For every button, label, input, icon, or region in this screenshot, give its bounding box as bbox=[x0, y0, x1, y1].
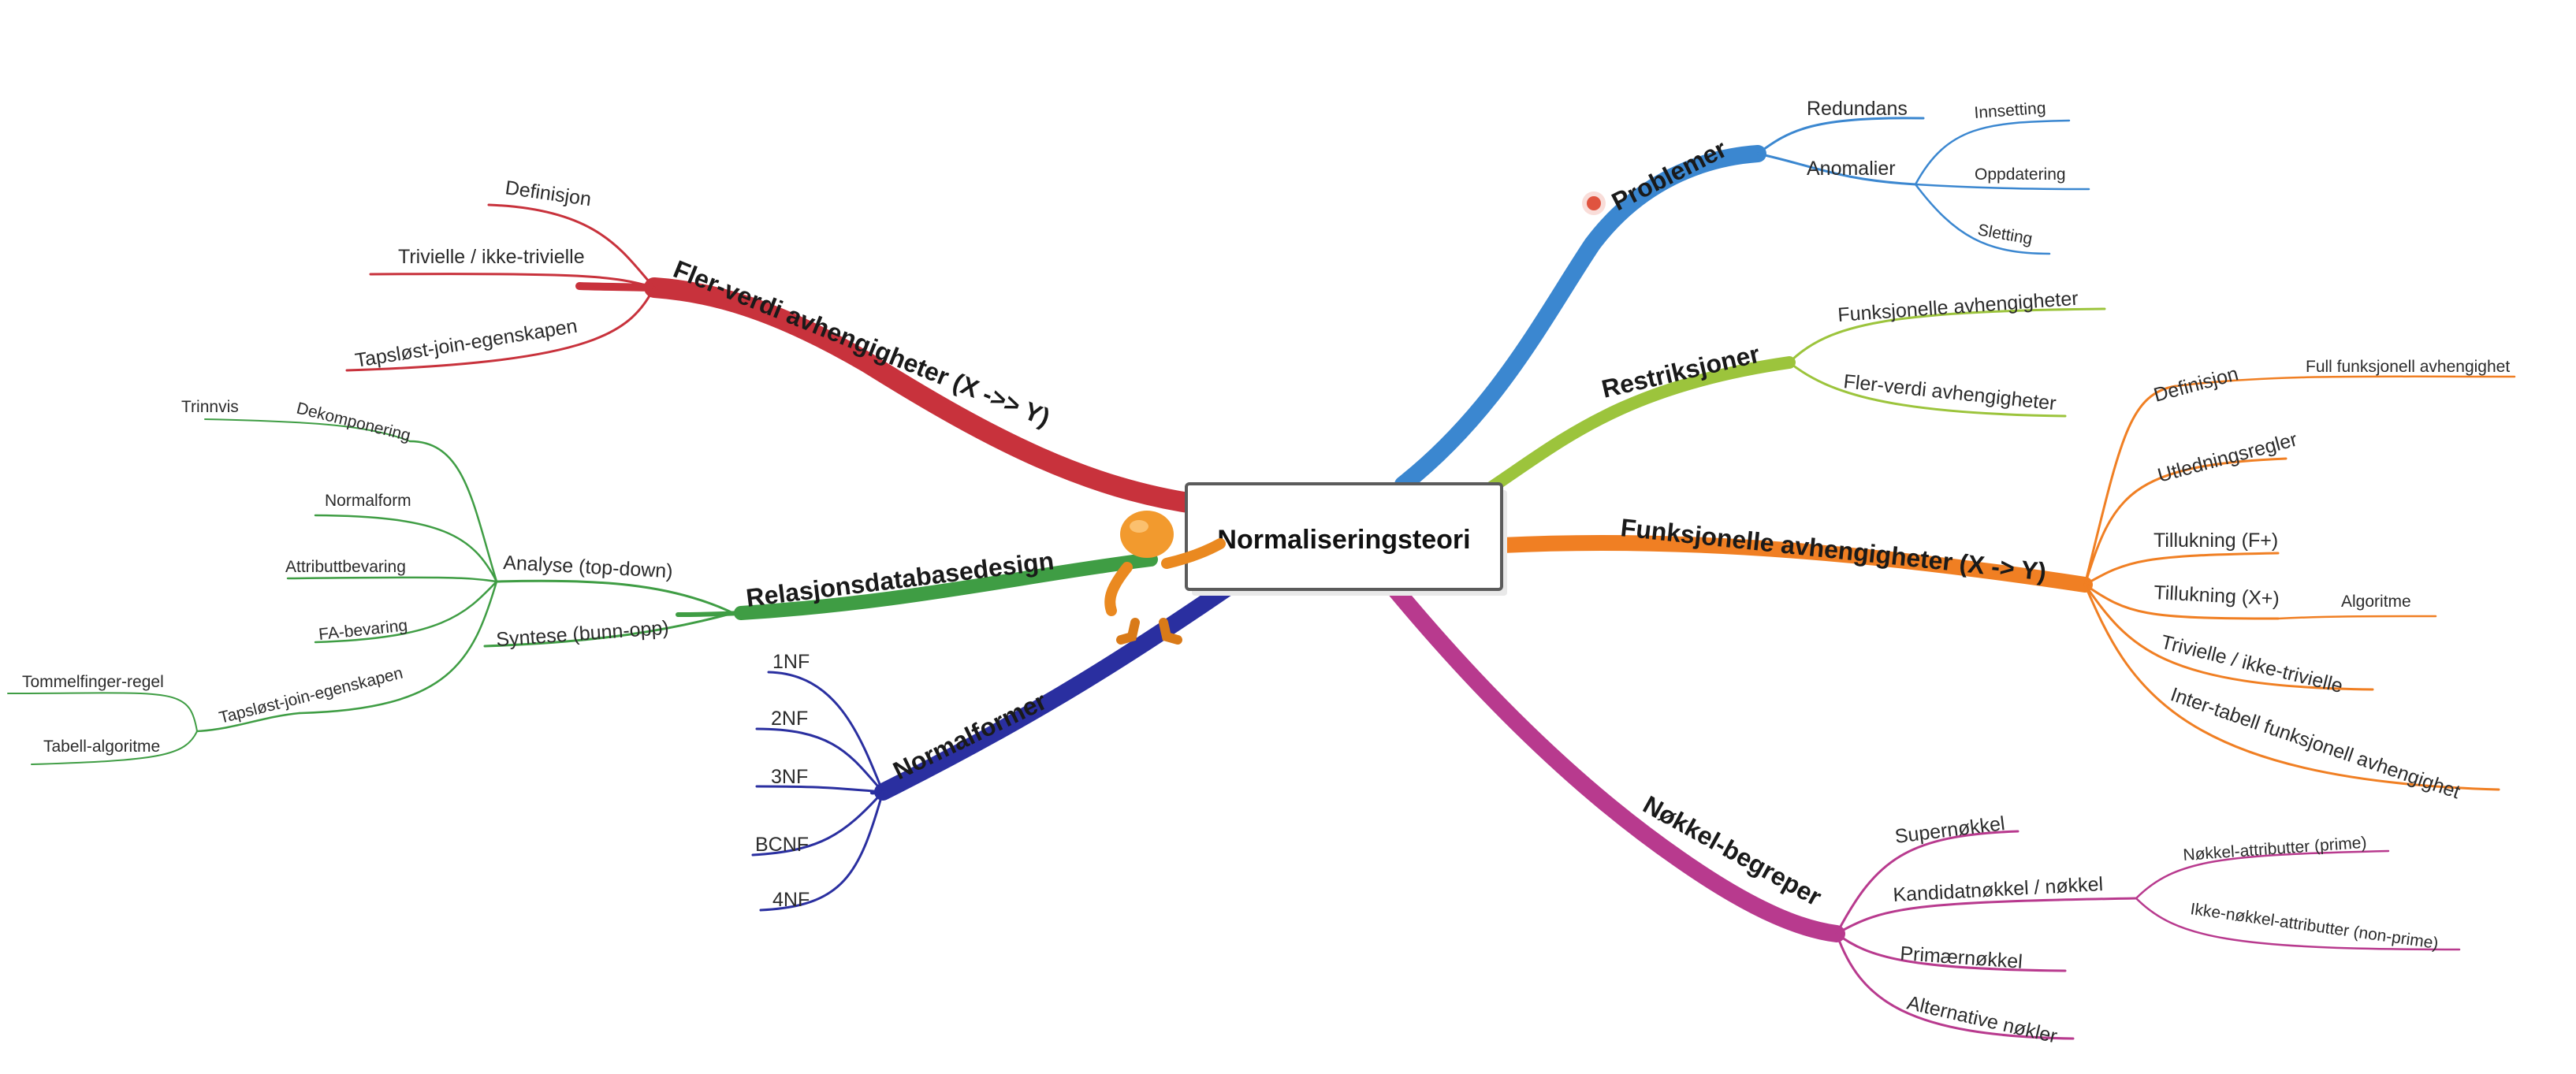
normalform-1nf: 1NF bbox=[772, 651, 810, 673]
relasjon-attributtbevaring: Attributtbevaring bbox=[285, 558, 406, 576]
branch-relasjon: Relasjonsdatabasedesign Analyse (top-dow… bbox=[7, 398, 1158, 765]
relasjon-syntese: Syntese (bunn-opp) bbox=[495, 617, 669, 651]
branch-label-normalformer: Normalformer bbox=[888, 686, 1051, 785]
funksjonelle-tillukning-x: Tillukning (X+) bbox=[2153, 582, 2280, 610]
relasjon-analyse: Analyse (top-down) bbox=[503, 552, 674, 582]
relasjon-dekomponering: Dekomponering bbox=[295, 399, 412, 445]
problemer-redundans: Redundans bbox=[1807, 98, 1908, 120]
nokkel-supernokkel: Supernøkkel bbox=[1893, 812, 2006, 848]
pointer-dot bbox=[1587, 196, 1601, 210]
relasjon-tapslost: Tapsløst-join-egenskapen bbox=[218, 664, 405, 727]
nokkel-prime: Nøkkel-attributter (prime) bbox=[2183, 834, 2367, 864]
branch-funksjonelle: Funksjonelle avhengigheter (X -> Y) Defi… bbox=[1494, 358, 2516, 803]
nokkel-primaer: Primærnøkkel bbox=[1900, 942, 2023, 973]
branch-nokkel: Nøkkel-begreper Supernøkkel Kandidatnøkk… bbox=[1387, 581, 2461, 1048]
restriksjon-fler-verdi: Fler-verdi avhengigheter bbox=[1842, 370, 2057, 414]
normalform-2nf: 2NF bbox=[771, 708, 808, 730]
fler-verdi-definisjon: Definisjon bbox=[504, 177, 593, 210]
branch-fler-verdi: Fler-verdi avhengigheter (X ->> Y) Defin… bbox=[345, 177, 1208, 515]
branch-problemer: Problemer Redundans Anomalier Innsetting… bbox=[1394, 98, 2090, 493]
branch-restriksjoner: Restriksjoner Funksjonelle avhengigheter… bbox=[1483, 288, 2106, 495]
central-node[interactable]: Normaliseringsteori bbox=[1185, 482, 1507, 596]
funksjonelle-tillukning-f: Tillukning (F+) bbox=[2153, 530, 2278, 552]
branch-normalformer: Normalformer 1NF 2NF 3NF BCNF 4NF bbox=[751, 567, 1254, 912]
branch-label-problemer: Problemer bbox=[1607, 134, 1731, 216]
pointer-halo bbox=[1582, 191, 1606, 215]
restriksjon-funksjonelle: Funksjonelle avhengigheter bbox=[1837, 288, 2079, 326]
relasjon-tabell-algoritme: Tabell-algoritme bbox=[43, 738, 160, 756]
branch-label-restriksjoner: Restriksjoner bbox=[1599, 340, 1762, 403]
normalform-bcnf: BCNF bbox=[755, 834, 809, 856]
normalform-3nf: 3NF bbox=[771, 766, 808, 788]
funksjonelle-definisjon: Definisjon bbox=[2151, 362, 2240, 406]
funksjonelle-full: Full funksjonell avhengighet bbox=[2306, 358, 2510, 376]
nokkel-non-prime: Ikke-nøkkel-attributter (non-prime) bbox=[2189, 900, 2440, 953]
funksjonelle-algoritme: Algoritme bbox=[2341, 593, 2411, 611]
relasjon-tommelfinger: Tommelfinger-regel bbox=[22, 673, 164, 691]
branch-label-fler-verdi: Fler-verdi avhengigheter (X ->> Y) bbox=[669, 255, 1054, 432]
presenter-figure-icon bbox=[1104, 511, 1226, 645]
relasjon-trinnvis: Trinnvis bbox=[181, 398, 239, 416]
central-node-title: Normaliseringsteori bbox=[1217, 525, 1470, 555]
fler-verdi-trivielle: Trivielle / ikke-trivielle bbox=[398, 246, 585, 268]
anomali-innsetting: Innsetting bbox=[1974, 99, 2046, 122]
problemer-anomalier: Anomalier bbox=[1807, 158, 1896, 180]
anomali-oppdatering: Oppdatering bbox=[1975, 165, 2066, 184]
funksjonelle-utledningsregler: Utledningsregler bbox=[2155, 429, 2299, 487]
normalform-4nf: 4NF bbox=[772, 889, 810, 911]
funksjonelle-inter-tabell: Inter-tabell funksjonell avhengighet bbox=[2168, 683, 2462, 803]
relasjon-normalform: Normalform bbox=[325, 492, 411, 510]
